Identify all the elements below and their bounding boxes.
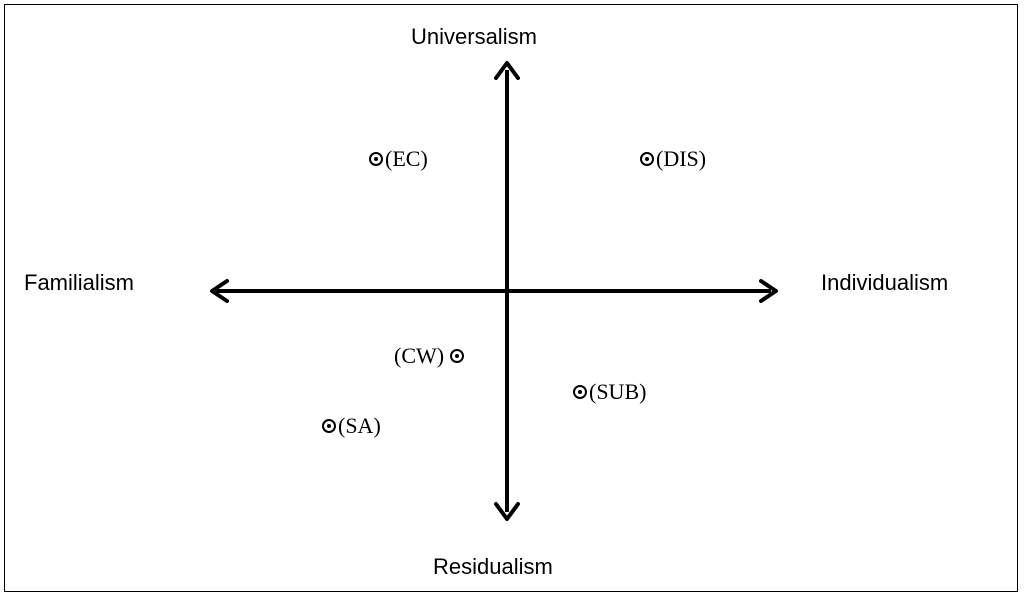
point-dis: (DIS) <box>640 148 706 170</box>
arrowhead-left <box>210 279 229 303</box>
circled-dot-icon <box>640 152 654 166</box>
circled-dot-icon <box>322 419 336 433</box>
axis-label-universalism: Universalism <box>411 24 537 49</box>
arrowhead-right <box>759 279 778 303</box>
point-cw: (CW) <box>394 343 465 368</box>
point-label: (DIS) <box>656 146 707 171</box>
point-sub: (SUB) <box>573 381 646 403</box>
point-label: (SUB) <box>589 379 647 404</box>
axis-label-individualism: Individualism <box>821 270 949 295</box>
point-ec: (EC) <box>369 148 428 170</box>
point-label: (CW) <box>394 343 445 368</box>
circled-dot-icon <box>450 349 465 363</box>
circled-dot-icon <box>369 152 383 166</box>
point-label: (EC) <box>385 146 428 171</box>
circled-dot-icon <box>573 385 587 399</box>
point-sa: (SA) <box>322 415 381 437</box>
point-label: (SA) <box>338 413 381 438</box>
diagram-frame <box>4 4 1018 592</box>
arrowhead-up <box>494 61 520 80</box>
axis-label-residualism: Residualism <box>433 554 553 579</box>
axis-label-familialism: Familialism <box>24 270 134 295</box>
arrowhead-down <box>494 502 520 521</box>
